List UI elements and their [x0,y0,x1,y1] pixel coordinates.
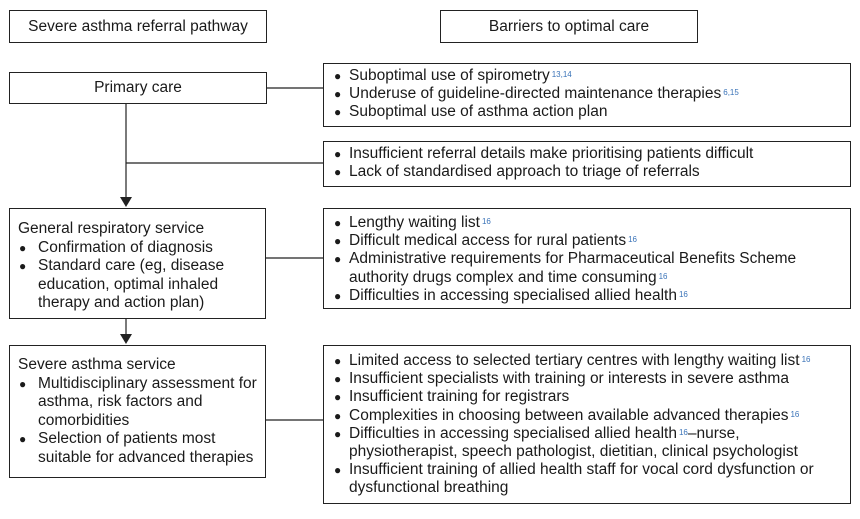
arrow-down-icon [120,197,132,207]
barrier-item: Difficult medical access for rural patie… [334,232,844,250]
stage-primary-care: Primary care [9,72,267,104]
stage-item: Standard care (eg, disease education, op… [18,257,257,313]
barrier-item: Insufficient training of allied health s… [334,461,844,497]
reference-superscript: 16 [678,289,688,299]
barrier-item: Limited access to selected tertiary cent… [334,352,844,370]
stage-item: Multidisciplinary assessment for asthma,… [18,375,257,431]
barrier-item: Insufficient specialists with training o… [334,370,844,388]
stage-title: Severe asthma service [18,356,176,373]
reference-superscript: 6,15 [723,88,739,98]
barriers-severe-asthma: Limited access to selected tertiary cent… [323,345,851,504]
barriers-header: Barriers to optimal care [440,10,698,43]
barriers-referral: Insufficient referral details make prior… [323,141,851,187]
reference-superscript: 16 [628,235,638,245]
pathway-header-label: Severe asthma referral pathway [28,17,248,35]
barrier-item: Insufficient training for registrars [334,388,844,406]
barrier-item: Complexities in choosing between availab… [334,407,844,425]
barrier-item: Insufficient referral details make prior… [334,145,844,163]
reference-superscript: 16 [790,409,800,419]
stage-title: Primary care [94,79,182,96]
barrier-item: Underuse of guideline-directed maintenan… [334,85,844,103]
reference-superscript: 16 [801,355,811,364]
pathway-header: Severe asthma referral pathway [9,10,267,43]
barriers-header-label: Barriers to optimal care [488,17,650,35]
stage-severe-asthma: Severe asthma service Multidisciplinary … [9,345,266,478]
barrier-item: Suboptimal use of asthma action plan [334,103,844,121]
barrier-item: Administrative requirements for Pharmace… [334,250,844,286]
reference-superscript: 16 [678,427,688,437]
reference-superscript: 16 [658,271,668,281]
stage-title: General respiratory service [18,220,205,237]
barrier-item: Lack of standardised approach to triage … [334,163,844,181]
reference-superscript: 13,14 [551,70,572,79]
reference-superscript: 16 [481,217,491,226]
stage-item: Selection of patients most suitable for … [18,430,257,467]
stage-general-respiratory: General respiratory service Confirmation… [9,208,266,319]
barrier-item: Difficulties in accessing specialised al… [334,287,844,305]
arrow-down-icon [120,334,132,344]
barrier-item: Difficulties in accessing specialised al… [334,425,844,461]
stage-item: Confirmation of diagnosis [18,239,257,258]
